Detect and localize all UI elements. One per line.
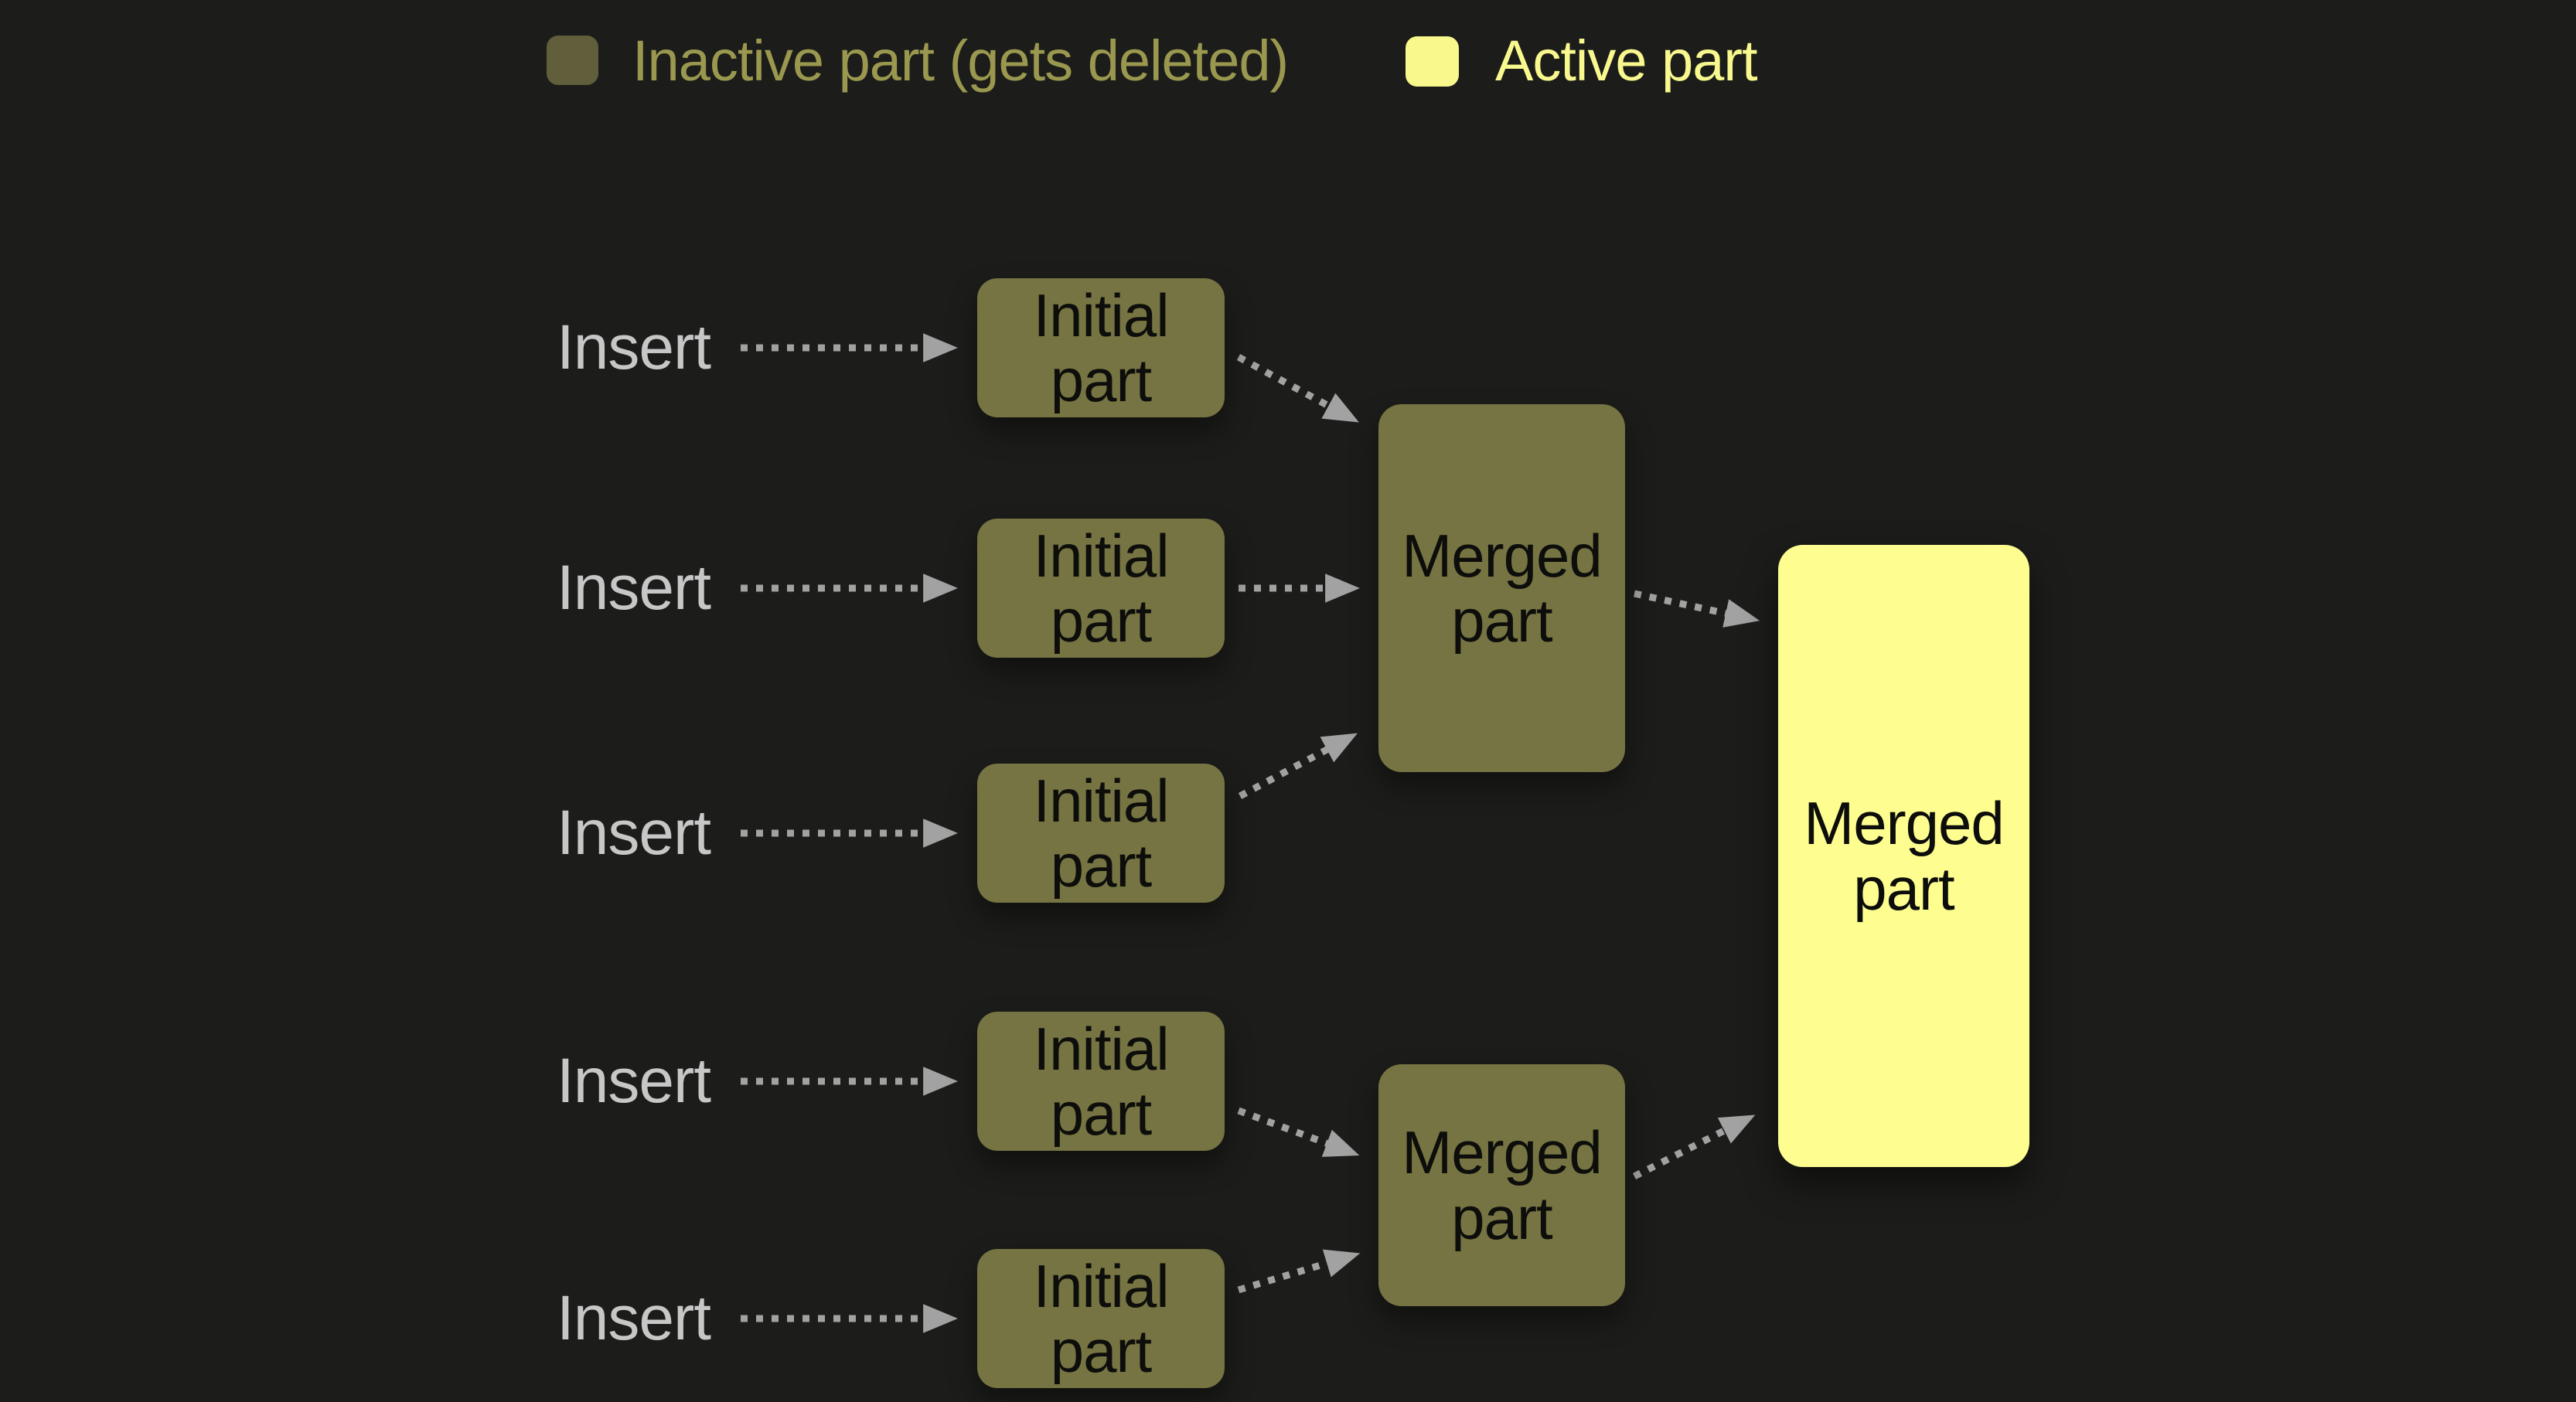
merged-part-top-box: Merged part [1378, 404, 1625, 772]
initial-part-label: Initial part [1033, 1251, 1169, 1385]
merge-arrow-bottom-to-final [1632, 1114, 1756, 1180]
insert-label-2: Insert [557, 553, 711, 623]
initial-part-box-5: Initial part [977, 1249, 1225, 1388]
merged-part-label: Merged part [1402, 521, 1602, 655]
legend-inactive-label: Inactive part (gets deleted) [632, 29, 1289, 93]
merge-arrow-initial3-to-top [1238, 733, 1358, 799]
merge-arrow-initial1-to-top [1236, 354, 1359, 423]
initial-part-label: Initial part [1033, 766, 1169, 900]
initial-part-label: Initial part [1033, 1014, 1169, 1148]
merge-arrow-initial5-to-bottom [1237, 1249, 1361, 1294]
merge-arrow-initial4-to-bottom [1237, 1107, 1360, 1157]
initial-part-box-4: Initial part [977, 1012, 1225, 1151]
merge-arrow-top-to-final [1634, 590, 1760, 628]
insert-label-4: Insert [557, 1046, 711, 1116]
initial-part-box-3: Initial part [977, 764, 1225, 903]
merged-part-label: Merged part [1402, 1118, 1602, 1252]
inactive-part-swatch-icon [547, 36, 598, 85]
insert-label-1: Insert [557, 312, 711, 383]
initial-part-label: Initial part [1033, 521, 1169, 655]
initial-part-box-1: Initial part [977, 278, 1225, 417]
initial-part-label: Initial part [1033, 281, 1169, 414]
initial-part-box-2: Initial part [977, 519, 1225, 658]
merged-part-final-box: Merged part [1778, 545, 2029, 1167]
active-part-swatch-icon [1406, 36, 1459, 87]
legend-active-label: Active part [1495, 29, 1758, 93]
insert-label-3: Insert [557, 798, 711, 868]
insert-label-5: Insert [557, 1283, 711, 1353]
merged-part-label: Merged part [1804, 789, 2004, 923]
merged-part-bottom-box: Merged part [1378, 1064, 1625, 1306]
